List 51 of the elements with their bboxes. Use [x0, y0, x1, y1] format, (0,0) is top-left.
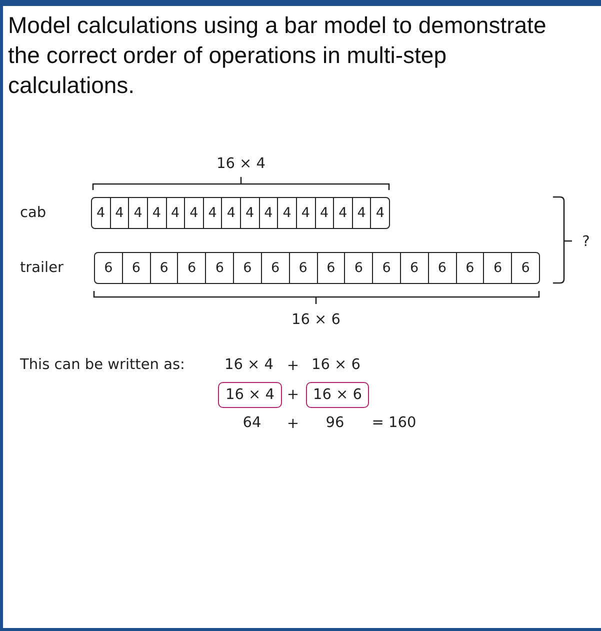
bar-cell: 4	[204, 198, 222, 228]
row-label: trailer	[20, 260, 64, 276]
bar-cell: 4	[316, 198, 334, 228]
bar-cell: 6	[345, 253, 374, 283]
bar-cell: 4	[352, 198, 372, 228]
trailer-bar	[94, 252, 540, 284]
bar-cell-text: 6	[520, 259, 531, 278]
bar-cell: 6	[122, 253, 151, 283]
cab-bar	[91, 197, 390, 229]
bar-cell: 4	[185, 198, 204, 228]
bar-cell: 6	[484, 253, 512, 283]
bar-cell: 6	[206, 253, 234, 283]
bar-cell: 4	[148, 198, 166, 228]
highlighted-expression: 16 × 6	[306, 382, 369, 408]
bracket-label: 16 × 4	[216, 156, 266, 172]
bar-cell: 6	[262, 253, 290, 283]
expression: 16 × 6	[311, 357, 361, 373]
total-label: ?	[582, 234, 590, 250]
bar-cell: 6	[150, 253, 178, 283]
bar-cell: 6	[178, 253, 206, 283]
bar-cell: 4	[296, 198, 316, 228]
bar-cell: 4	[222, 198, 241, 228]
bar-cell: 4	[166, 198, 186, 228]
bar-cell: 4	[278, 198, 297, 228]
bar-cell: 6	[400, 253, 429, 283]
operator: +	[286, 416, 300, 432]
bar-cell: 4	[129, 198, 148, 228]
highlighted-expression: 16 × 4	[218, 382, 282, 408]
bar-cell: 4	[334, 198, 353, 228]
bar-cell: 4	[260, 198, 278, 228]
bar-cell: 6	[428, 253, 457, 283]
bar-cell: 6	[318, 253, 346, 283]
bar-cell-text: 4	[374, 204, 386, 223]
heading: Model calculations using a bar model to demonstrate the correct order of operations in multi-step calculations.	[8, 11, 548, 100]
operator: +	[286, 387, 300, 403]
bar-cell: 6	[373, 253, 401, 283]
bar-cell: 4	[110, 198, 130, 228]
bar-cell: 6	[456, 253, 484, 283]
row-label: cab	[20, 205, 46, 221]
bar-cell: 6	[290, 253, 318, 283]
result-number: = 160	[372, 415, 416, 431]
sentence: This can be written as:	[20, 357, 185, 373]
bar-cell: 6	[234, 253, 262, 283]
bar-cell: 4	[92, 198, 111, 228]
bar-cell: 4	[241, 198, 260, 228]
result-number: 96	[326, 415, 344, 431]
result-number: 64	[242, 415, 262, 431]
operator: +	[286, 358, 300, 374]
bracket-label: 16 × 6	[291, 312, 341, 328]
bar-cell: 6	[95, 253, 123, 283]
expression: 16 × 4	[224, 357, 274, 373]
